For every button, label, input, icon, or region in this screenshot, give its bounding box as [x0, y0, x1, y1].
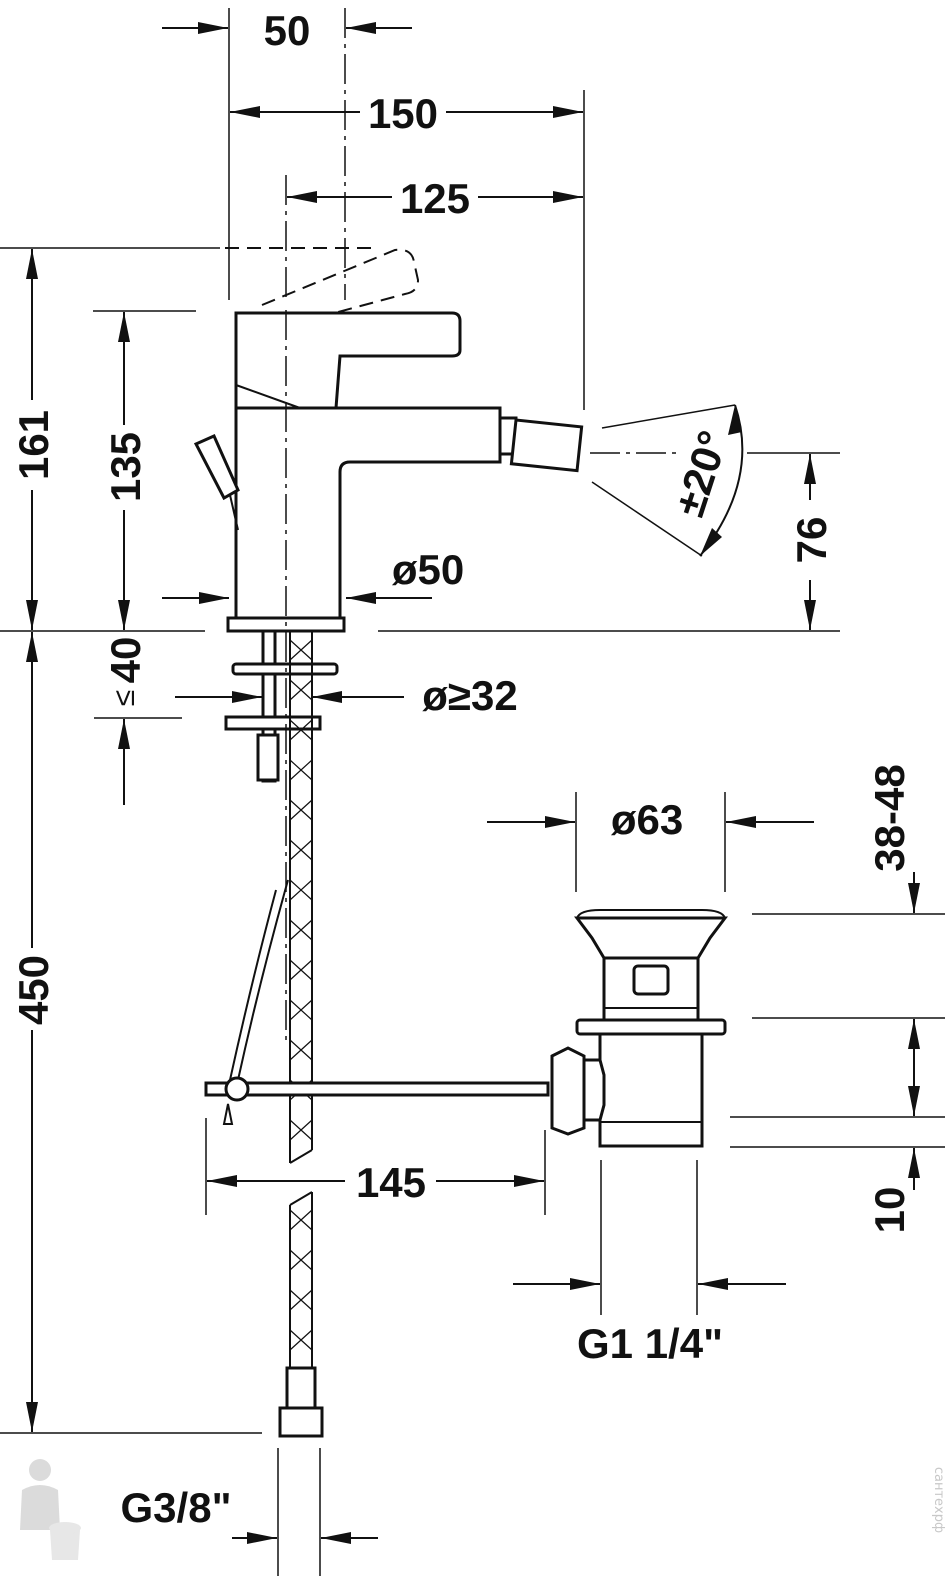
- label-le: ≤: [108, 690, 141, 706]
- waste-window: [632, 964, 670, 996]
- angle-ray-lower: [591, 481, 703, 557]
- rod-end: [256, 733, 280, 782]
- label-450: 450: [10, 955, 57, 1025]
- mounting: [204, 629, 550, 1438]
- waste-cap: [574, 916, 728, 960]
- dim-135-arrow-top: [118, 312, 130, 342]
- dim-38-48-arrow-mid: [908, 1019, 920, 1049]
- dimension-labels: 50 150 125 161 135 40 ≤ ø50 ø≥32 ±20° 76…: [10, 7, 913, 1531]
- dim-135-arrow-bottom: [118, 600, 130, 630]
- dim-dia50-arrow-left: [199, 592, 229, 604]
- label-135: 135: [102, 432, 149, 502]
- extension-lines: [0, 8, 945, 1576]
- label-dia63: ø63: [611, 796, 683, 843]
- lever-rotated-outline: [261, 248, 420, 326]
- dim-g114-arrow-right: [698, 1278, 728, 1290]
- hose-ferrule: [285, 1366, 317, 1410]
- dim-38-48-arrow-top: [908, 883, 920, 913]
- popup-cable: [229, 879, 289, 1081]
- label-dia32: ø≥32: [422, 672, 517, 719]
- dim-40-arrow: [118, 719, 130, 749]
- fixing-plate: [224, 715, 322, 731]
- label-dia50: ø50: [392, 546, 464, 593]
- dim-g114-arrow-left: [570, 1278, 600, 1290]
- hose-nut: [278, 1406, 324, 1438]
- hose-break-upper: [289, 1149, 313, 1164]
- faucet-body: [234, 406, 502, 620]
- dim-150-arrow-left: [230, 106, 260, 118]
- rod-pivot: [224, 1076, 250, 1102]
- dim-dia32-arrow-right: [312, 691, 342, 703]
- dim-50-arrow-right: [346, 22, 376, 34]
- dim-dia63-arrow-right: [726, 816, 756, 828]
- cable-end: [222, 1103, 234, 1125]
- watermark-text: сантехрф: [931, 1467, 946, 1533]
- dim-38-48-arrow-bottom: [908, 1086, 920, 1116]
- dim-angle-arrow-top: [728, 405, 742, 435]
- dim-10-arrow: [908, 1148, 920, 1178]
- washer: [231, 662, 339, 676]
- dim-76-arrow-top: [804, 454, 816, 484]
- waste-cap-top: [576, 909, 726, 919]
- dim-145-arrow-right: [514, 1175, 544, 1187]
- nozzle: [509, 418, 584, 473]
- linkage-nut: [550, 1046, 586, 1136]
- watermark: сантехрф: [20, 1459, 946, 1560]
- label-40: 40: [102, 637, 149, 684]
- label-g114: G1 1/4": [577, 1320, 723, 1367]
- dim-161-arrow-bottom: [26, 600, 38, 630]
- dim-450-arrow-bottom: [26, 1402, 38, 1432]
- dim-dia63-arrow-left: [545, 816, 575, 828]
- dim-125-arrow-right: [553, 191, 583, 203]
- dim-50-arrow-left: [198, 22, 228, 34]
- dim-dia50-arrow-right: [346, 592, 376, 604]
- popup-stem: [229, 494, 239, 531]
- label-150: 150: [368, 90, 438, 137]
- lever-handle: [234, 311, 462, 410]
- dim-g38-arrow-right: [321, 1532, 351, 1544]
- lever-bevel: [235, 384, 301, 409]
- dim-76-arrow-bottom: [804, 600, 816, 630]
- faucet: [193, 248, 584, 633]
- dim-161-arrow-top: [26, 249, 38, 279]
- waste-flange: [575, 1018, 727, 1036]
- label-161: 161: [10, 410, 57, 480]
- lift-rod: [204, 1081, 550, 1097]
- dim-150-arrow-right: [553, 106, 583, 118]
- dim-dia32-arrow-left: [232, 691, 262, 703]
- waste-body: [598, 1032, 704, 1148]
- label-76: 76: [788, 517, 835, 564]
- label-angle: ±20°: [665, 425, 736, 522]
- popup-knob: [193, 434, 240, 501]
- dim-angle-arrow-bottom: [700, 528, 722, 556]
- dim-450-arrow-top: [26, 632, 38, 662]
- label-145: 145: [356, 1159, 426, 1206]
- label-125: 125: [400, 175, 470, 222]
- hose-braid-lower: [289, 1209, 313, 1351]
- dim-125-arrow-left: [287, 191, 317, 203]
- hose-lower: [289, 1191, 313, 1370]
- dimension-lines: [26, 22, 920, 1544]
- dim-145-arrow-left: [207, 1175, 237, 1187]
- plumber-mascot-icon: [20, 1459, 81, 1560]
- label-10: 10: [866, 1187, 913, 1234]
- hose-upper: [289, 631, 313, 1163]
- label-38-48: 38-48: [866, 764, 913, 871]
- label-g38: G3/8": [121, 1484, 232, 1531]
- angle-ray-upper: [601, 404, 736, 429]
- dim-g38-arrow-left: [247, 1532, 277, 1544]
- waste-valve: [550, 909, 728, 1148]
- hose-braid-upper: [289, 639, 313, 1141]
- label-50: 50: [264, 7, 311, 54]
